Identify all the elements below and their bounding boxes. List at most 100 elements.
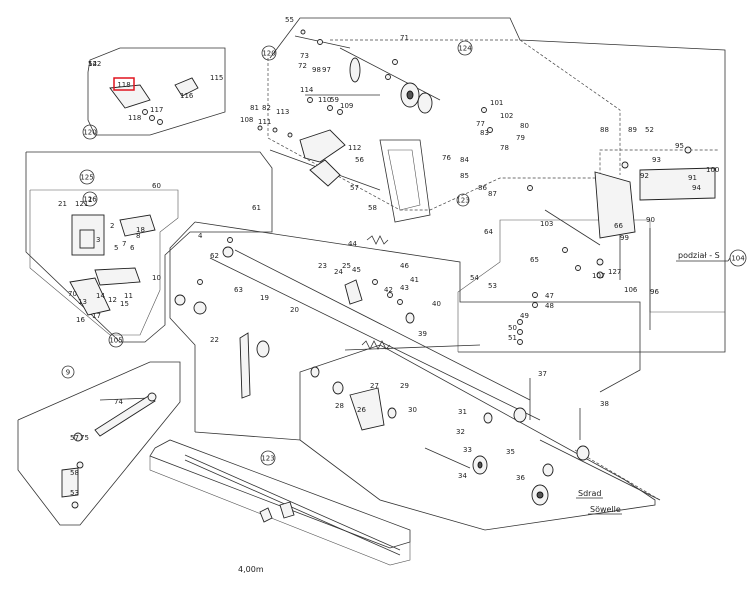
part-number-label: 65 <box>530 256 539 264</box>
part-number-label: 103 <box>540 220 553 228</box>
part-number-label: 1 <box>88 196 92 204</box>
part-number-label: 106 <box>624 286 638 294</box>
part-number-label: 96 <box>650 288 659 296</box>
part-number-label: 46 <box>400 262 409 270</box>
part-number-label: 45 <box>352 266 361 274</box>
callout-123: 123 <box>261 455 274 463</box>
part-number-label: 90 <box>646 216 655 224</box>
part-number-label: 49 <box>520 312 529 320</box>
part-number-label: 111 <box>258 118 271 126</box>
label-length: 4,00m <box>238 565 264 574</box>
part-number-label: 19 <box>260 294 269 302</box>
part-number-label: 78 <box>500 144 509 152</box>
part-number-label: 102 <box>500 112 513 120</box>
part-number-label: 63 <box>234 286 243 294</box>
part-number-label: 57 <box>350 184 359 192</box>
highlighted-part-number: 118 <box>117 81 130 89</box>
part-number-label: 8 <box>136 232 140 240</box>
part-number-label: 34 <box>458 472 467 480</box>
part-number-label: 28 <box>335 402 344 410</box>
part-number-label: 4 <box>198 232 203 240</box>
part-number-label: 53 <box>488 282 497 290</box>
part-number-label: 112 <box>348 144 361 152</box>
part-number-label: 107 <box>592 272 605 280</box>
part-number-label: 84 <box>460 156 469 164</box>
callout-104: 104 <box>731 255 745 263</box>
part-number-label: 98 <box>312 66 321 74</box>
part-number-label: 101 <box>490 99 503 107</box>
part-number-label: 41 <box>410 276 419 284</box>
part-number-label: 77 <box>476 120 485 128</box>
part-number-label: 61 <box>252 204 261 212</box>
part-number-label: 53 <box>70 489 79 497</box>
part-number-label: 7 <box>122 240 126 248</box>
part-number-label: 26 <box>357 406 366 414</box>
part-number-label: 89 <box>628 126 637 134</box>
part-number-label: 29 <box>400 382 409 390</box>
part-number-label: 16 <box>76 316 85 324</box>
part-number-label: 14 <box>96 292 105 300</box>
part-number-label: 12 <box>108 296 117 304</box>
part-number-label: 97 <box>322 66 331 74</box>
part-number-label: 115 <box>210 74 223 82</box>
part-number-label: 127 <box>608 268 621 276</box>
callout-circles: 120 120 124 125 126 105 9 123 123 104 <box>61 40 747 466</box>
part-number-label: 80 <box>520 122 529 130</box>
part-number-label: 47 <box>545 292 554 300</box>
part-number-label: 93 <box>652 156 661 164</box>
callout-120: 120 <box>83 129 96 137</box>
part-number-label: 114 <box>300 86 314 94</box>
part-number-label: 27 <box>370 382 379 390</box>
part-number-label: 95 <box>675 142 684 150</box>
part-number-label: 64 <box>484 228 493 236</box>
part-number-label: 60 <box>152 182 161 190</box>
part-number-label: 79 <box>516 134 525 142</box>
part-number-label: 92 <box>640 172 649 180</box>
part-number-label: 108 <box>240 116 253 124</box>
part-number-label: 32 <box>456 428 465 436</box>
part-number-label: 122 <box>88 60 101 68</box>
part-number-label: 100 <box>706 166 719 174</box>
part-number-label: 36 <box>516 474 525 482</box>
part-number-label: 54 <box>88 60 97 68</box>
callout-105: 105 <box>109 337 122 345</box>
part-number-label: 35 <box>506 448 515 456</box>
part-number-label: 37 <box>538 370 547 378</box>
label-sowelle: Söwelle <box>590 505 621 514</box>
part-number-label: 94 <box>692 184 701 192</box>
part-number-label: 72 <box>298 62 307 70</box>
part-number-label: 11 <box>124 292 133 300</box>
part-number-label: 3 <box>96 236 100 244</box>
part-number-label: 117 <box>150 106 163 114</box>
part-number-label: 70 <box>68 290 77 298</box>
part-number-label: 113 <box>276 108 289 116</box>
part-number-label: 15 <box>120 300 129 308</box>
part-number-label: 55 <box>285 16 294 24</box>
part-number-label: 99 <box>620 234 629 242</box>
text-labels: podział - S Sdrad Söwelle 4,00m <box>238 251 731 574</box>
highlight-box: 118 <box>113 77 135 91</box>
part-number-label: 42 <box>384 286 393 294</box>
callout-126: 126 <box>83 196 97 204</box>
part-number-label: 110 <box>318 96 331 104</box>
part-number-label: 18 <box>136 226 145 234</box>
part-number-label: 83 <box>480 129 489 137</box>
part-number-label: 91 <box>688 174 697 182</box>
label-sdrad: Sdrad <box>578 489 601 498</box>
part-number-label: 13 <box>78 298 87 306</box>
part-number-label: 54 <box>470 274 479 282</box>
part-number-label: 2 <box>110 222 114 230</box>
part-number-label: 73 <box>300 52 309 60</box>
part-number-label: 118 <box>128 114 141 122</box>
part-number-label: 116 <box>180 92 194 100</box>
part-number-label: 86 <box>478 184 487 192</box>
callout-125: 125 <box>80 174 93 182</box>
callout-124: 124 <box>458 45 472 53</box>
part-number-label: 44 <box>348 240 357 248</box>
part-number-label: 75 <box>80 434 89 442</box>
part-number-label: 23 <box>318 262 327 270</box>
label-podzial: podział - S <box>678 251 720 260</box>
part-number-label: 38 <box>600 400 609 408</box>
